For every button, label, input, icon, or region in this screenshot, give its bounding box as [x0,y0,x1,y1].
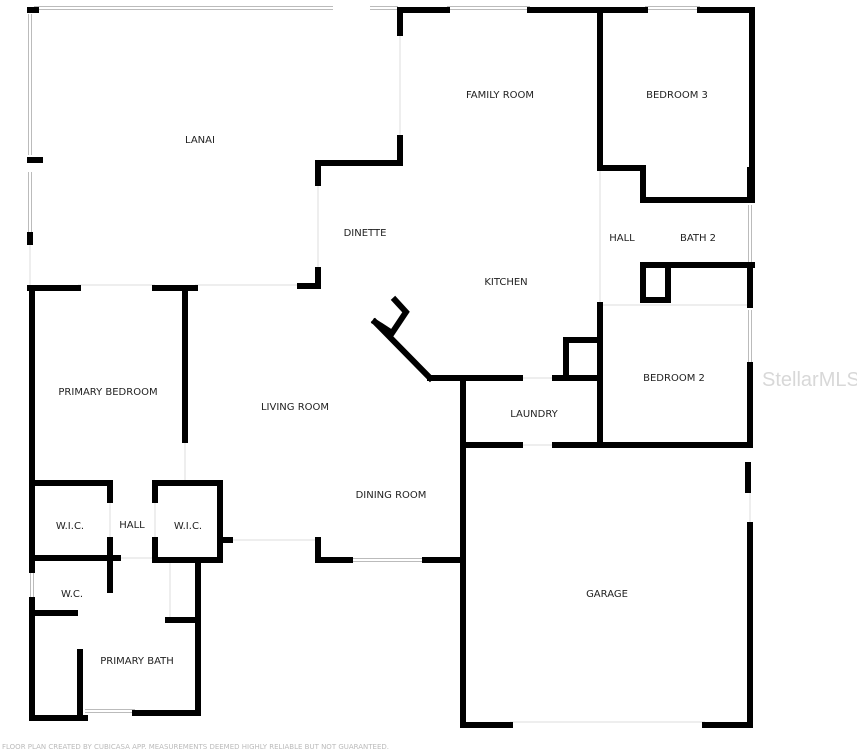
footer-disclaimer: FLOOR PLAN CREATED BY CUBICASA APP. MEAS… [2,743,389,751]
room-label-wc: W.C. [61,589,83,600]
windows [28,6,752,713]
room-label-hall-right: HALL [609,233,635,244]
watermark: StellarMLS [762,369,857,391]
room-label-garage: GARAGE [586,589,628,600]
room-label-wic-left: W.I.C. [56,521,84,532]
room-label-primary-bath: PRIMARY BATH [100,656,174,667]
room-label-bedroom-3: BEDROOM 3 [646,90,708,101]
room-label-laundry: LAUNDRY [510,409,558,420]
room-label-hall-left: HALL [119,520,145,531]
room-label-kitchen: KITCHEN [484,277,527,288]
room-label-bath-2: BATH 2 [680,233,716,244]
room-label-dining-room: DINING ROOM [356,490,427,501]
walls [27,7,755,728]
room-label-primary-bedroom: PRIMARY BEDROOM [58,387,157,398]
room-label-lanai: LANAI [185,135,215,146]
room-label-family-room: FAMILY ROOM [466,90,534,101]
room-label-bedroom-2: BEDROOM 2 [643,373,705,384]
room-label-living-room: LIVING ROOM [261,402,329,413]
openings [29,33,751,723]
room-labels: LANAI FAMILY ROOM BEDROOM 3 DINETTE HALL… [56,90,716,667]
room-label-wic-right: W.I.C. [174,521,202,532]
room-label-dinette: DINETTE [344,228,387,239]
